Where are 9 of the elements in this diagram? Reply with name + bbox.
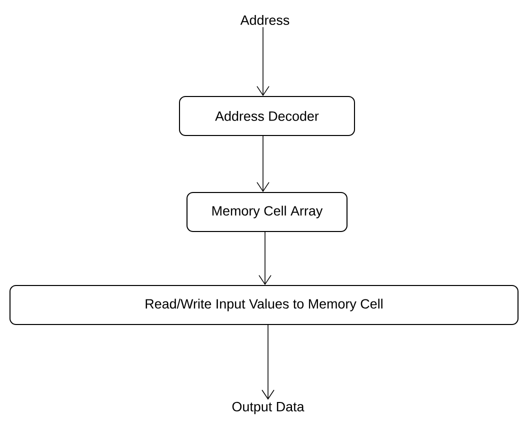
arrow: [256, 136, 270, 192]
process-box: Address Decoder: [179, 96, 355, 136]
text-label: Output Data: [232, 402, 304, 414]
arrow: [258, 232, 272, 285]
arrow: [256, 26, 270, 96]
text-label: Address: [240, 15, 290, 25]
process-box: Read/Write Input Values to Memory Cell: [10, 285, 518, 325]
process-box: Memory Cell Array: [186, 192, 348, 232]
arrow: [262, 324, 274, 400]
